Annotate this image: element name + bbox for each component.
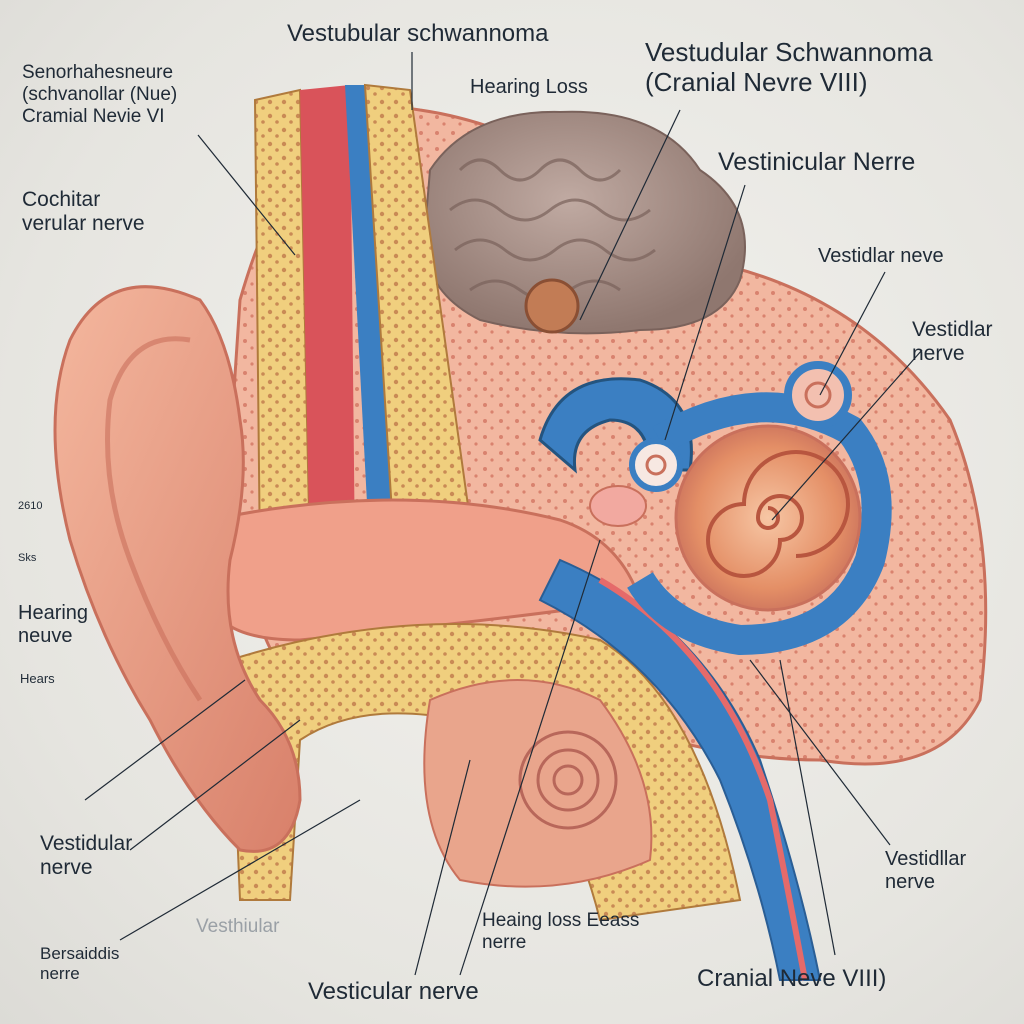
label-hearing-neuve: Hearing neuve [18,602,88,648]
label-vestidlar-nerve: Vestidlar nerve [912,318,993,366]
label-hearing-loss-top: Hearing Loss [470,76,588,98]
label-left-top: Senorhahesneure (schvanollar (Nue) Crami… [22,62,177,128]
vestibular-ring [784,361,852,429]
label-vestidlar-neve: Vestidlar neve [818,245,944,267]
label-cochitar: Cochitar verular nerve [22,188,145,236]
nerve-ring-small [629,438,683,492]
label-vestidllar-right-line2: nerve [885,871,936,893]
title-right-line2: (Cranial Nevre VIII) [645,66,868,97]
label-vesthiular-faded: Vesthiular [196,916,280,937]
label-vestidular-left-line1: Vestidular [40,832,133,855]
label-vestidlar-nerve-line2: nerve [912,342,965,366]
title-vestubular-schwannoma: Vestubular schwannoma [287,20,549,47]
label-sks: Sks [18,552,37,564]
label-vestidular-left-line2: nerve [40,856,93,880]
label-cranial-neve-bottom: Cranial Neve VIII) [697,965,887,992]
label-vestidlar-nerve-line1: Vestidlar [912,318,993,341]
label-vestinicular-nerre: Vestinicular Nerre [718,148,916,176]
tumor [524,278,580,334]
label-cochitar-line1: Cochitar [22,188,101,211]
label-hearing-loss-bottom: Heaing loss Eeass nerre [482,910,639,954]
label-vesticular-nerve-bottom: Vesticular nerve [308,978,479,1005]
label-cochitar-line2: verular nerve [22,212,145,236]
label-hearing-loss-bottom-line2: nerre [482,931,527,953]
muscle-band [300,85,355,560]
label-vestidllar-nerve-right: Vestidllar nerve [885,848,966,894]
title-right-line1: Vestudular Schwannoma [645,37,933,67]
label-hears: Hears [20,671,55,686]
label-bersaiddis-line1: Bersaiddis [40,944,120,963]
label-bersaiddis: Bersaiddis nerre [40,944,119,983]
label-bersaiddis-line2: nerre [40,963,80,983]
label-left-top-line1: Senorhahesneure [22,62,174,83]
outer-ear [53,285,302,853]
nerve-band [345,85,395,560]
cochlea [674,424,862,612]
title-vestudular-schwannoma: Vestudular Schwannoma (Cranial Nevre VII… [645,37,933,98]
label-left-top-line3: Cramial Nevie VI [22,105,165,127]
label-hearing-neuve-line1: Hearing [18,602,89,624]
label-vestidular-nerve-left: Vestidular nerve [40,832,132,880]
label-hearing-loss-bottom-line1: Heaing loss Eeass [482,910,640,931]
label-vestidllar-right-line1: Vestidllar [885,848,967,870]
label-number-2610: 2610 [18,500,43,512]
label-left-top-line2: (schvanollar (Nue) [22,83,178,105]
label-hearing-neuve-line2: neuve [18,625,73,647]
brain [423,110,746,335]
